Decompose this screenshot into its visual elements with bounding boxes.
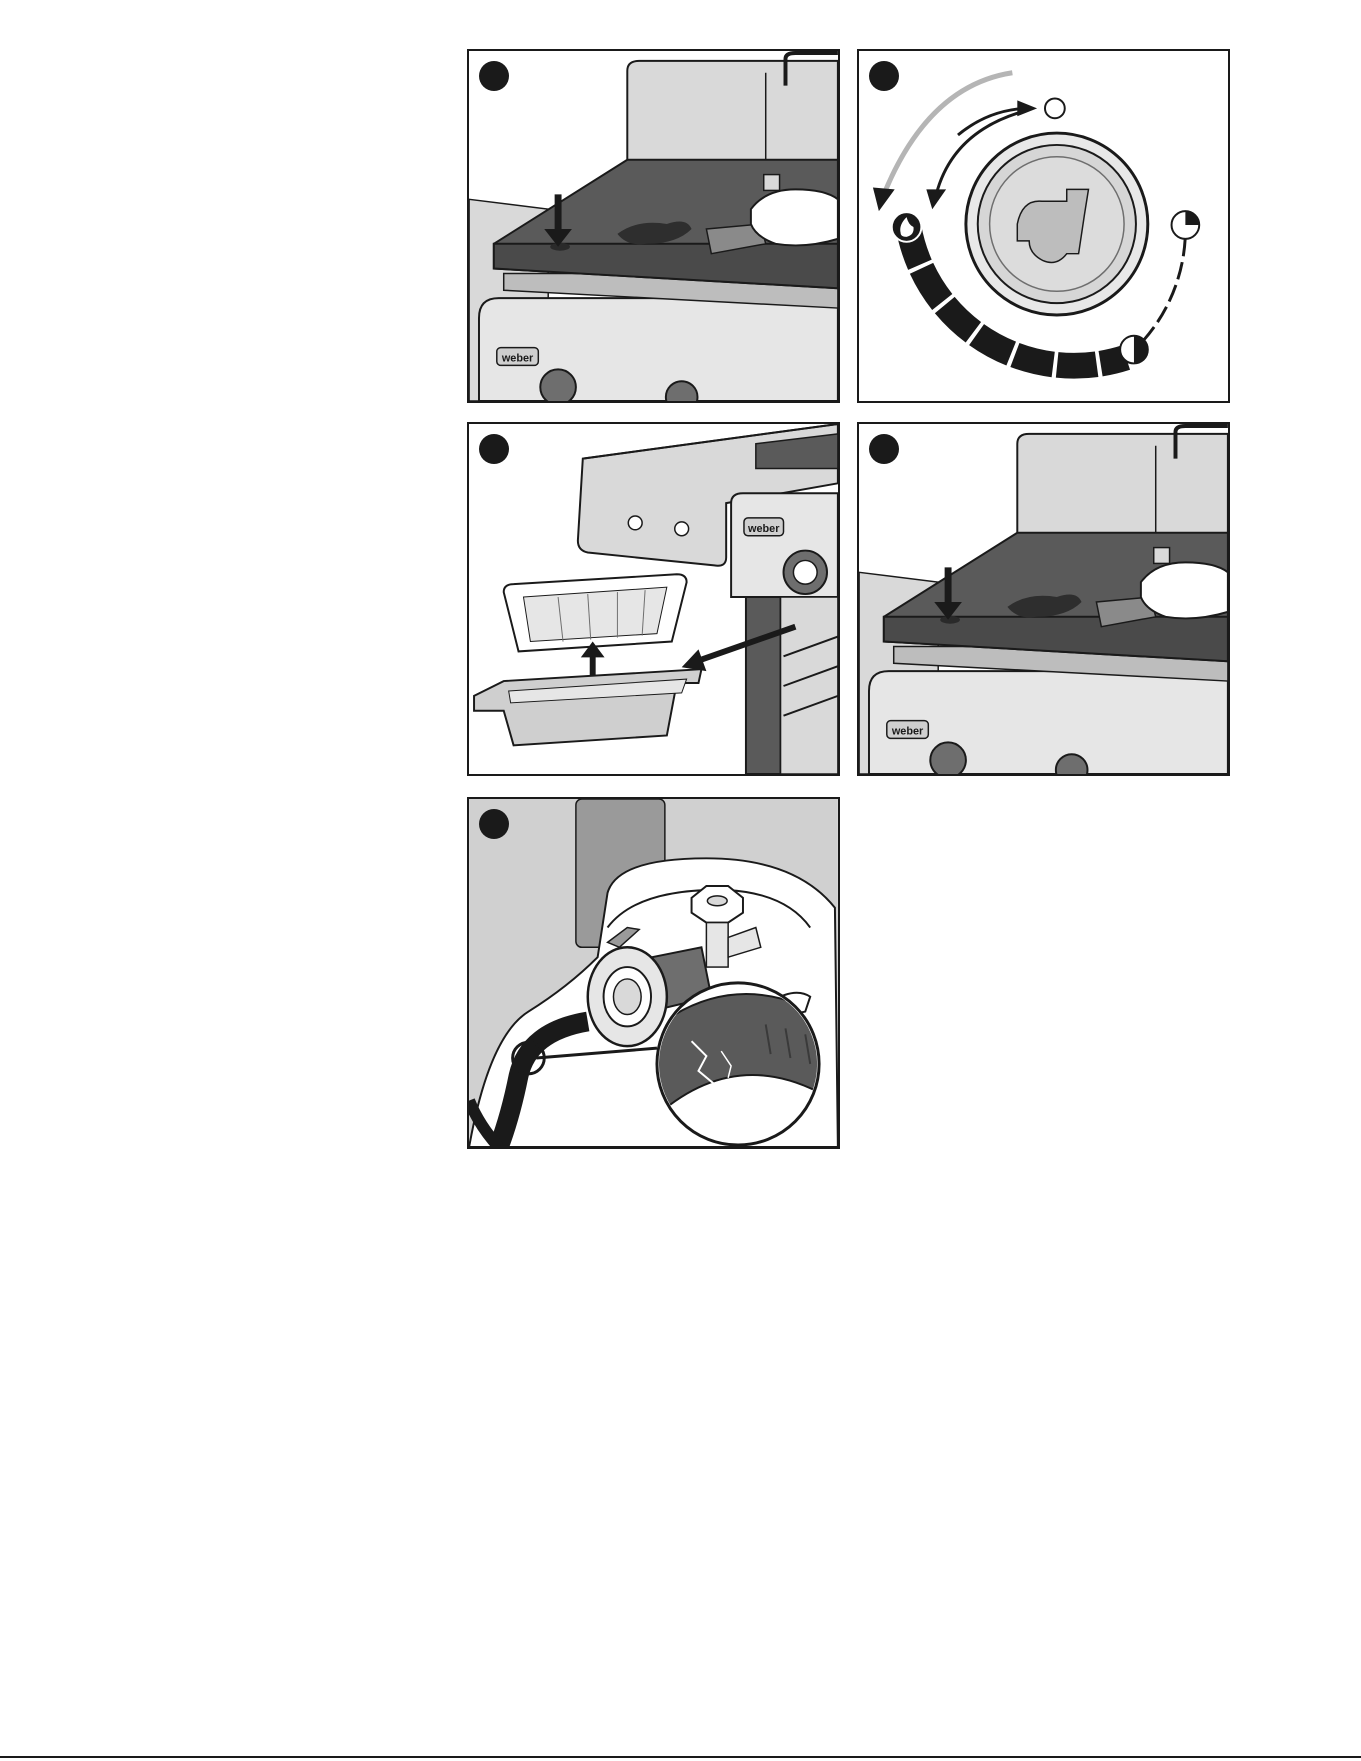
gloved-hand [751, 189, 838, 245]
step-marker [479, 61, 509, 91]
weber-badge-text: weber [747, 523, 780, 535]
knob-settings-illustration [859, 51, 1228, 401]
burner-knob [540, 369, 576, 401]
weber-badge-text: weber [501, 352, 534, 364]
weber-badge-text: weber [891, 725, 924, 737]
scrape-griddle-illustration: weber [859, 424, 1228, 774]
illustration-panel-control-knob [857, 49, 1230, 403]
illustration-panel-grease-tray: weber [467, 422, 840, 776]
illustration-panel-scrape-griddle-2: weber [857, 422, 1230, 776]
step-marker [869, 61, 899, 91]
step-marker [869, 434, 899, 464]
scrape-griddle-illustration: weber [469, 51, 838, 401]
burner-knob [930, 742, 966, 774]
off-icon [1045, 98, 1065, 118]
gloved-hand [1141, 562, 1228, 618]
step-marker [479, 809, 509, 839]
footer-rule [0, 1756, 1361, 1758]
illustration-panel-gas-hose [467, 797, 840, 1149]
gas-hose-illustration [469, 799, 838, 1147]
grease-tray-illustration: weber [469, 424, 838, 774]
illustration-panel-scrape-griddle: weber [467, 49, 840, 403]
step-marker [479, 434, 509, 464]
